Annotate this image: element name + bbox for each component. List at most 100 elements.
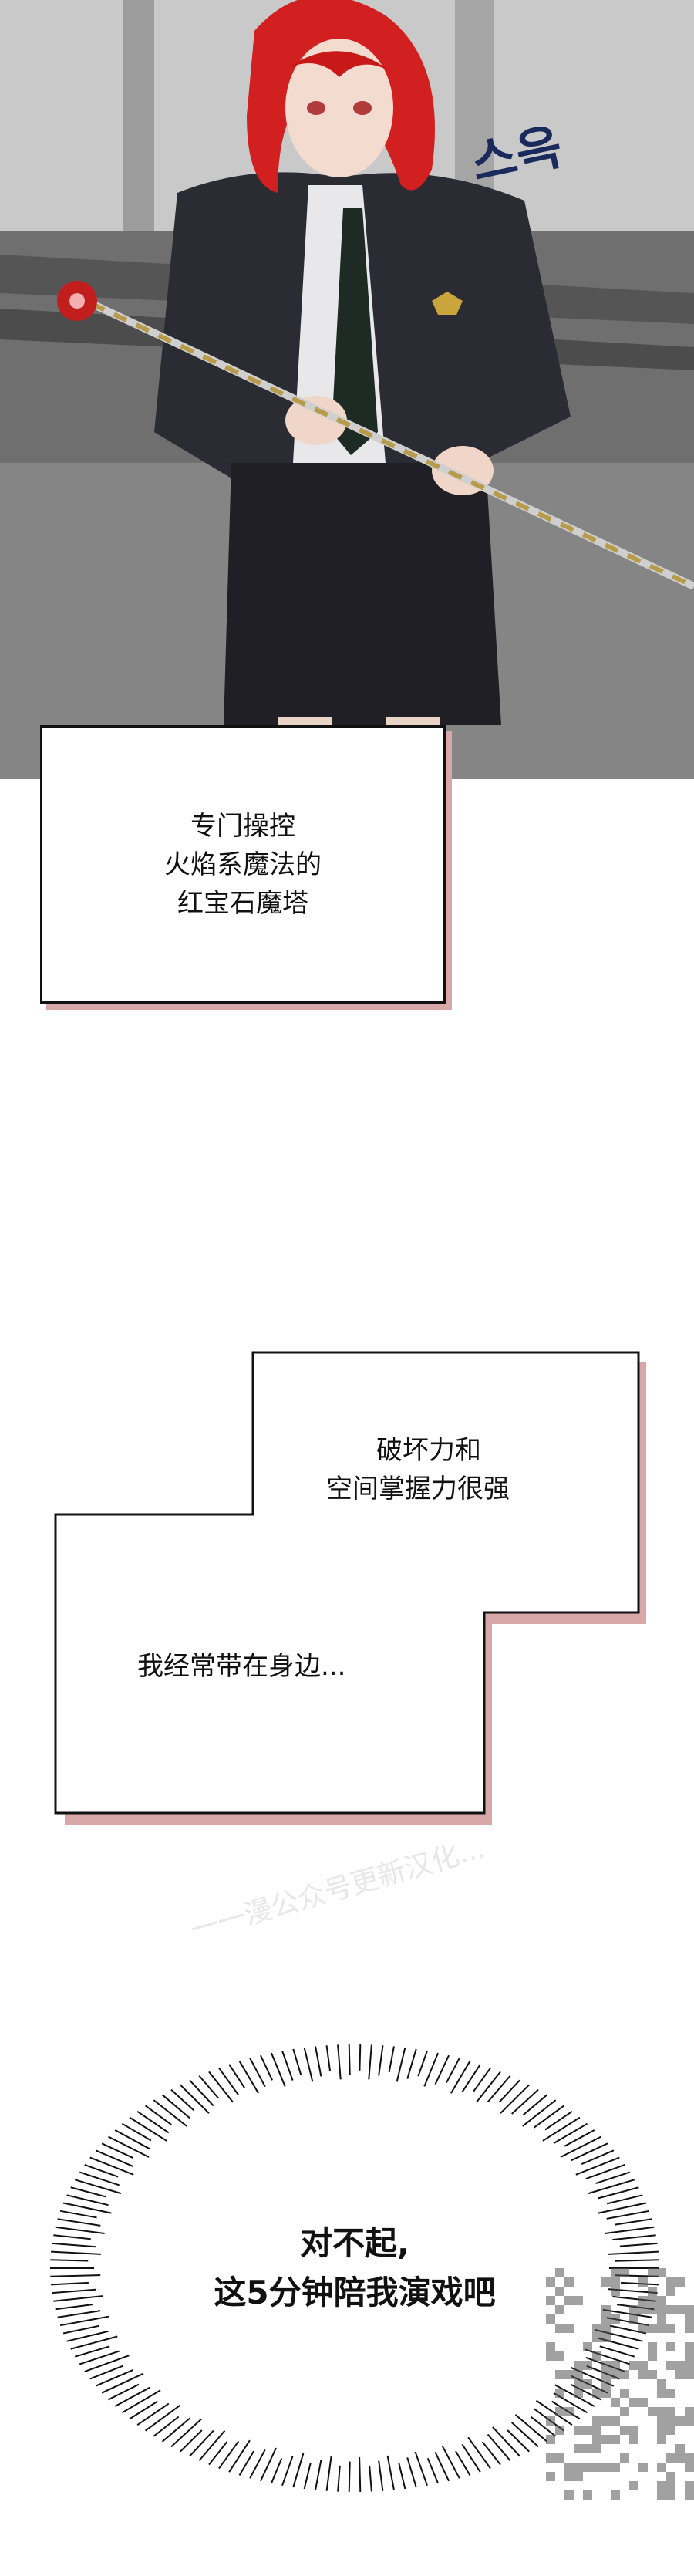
burst-line xyxy=(426,2458,440,2484)
burst-line xyxy=(498,2079,520,2103)
burst-line xyxy=(511,2422,539,2448)
burst-line xyxy=(189,2079,214,2107)
watermark-text: 一一漫公众号更新汉化... xyxy=(187,1832,489,1947)
burst-line xyxy=(249,2058,266,2088)
burst-line xyxy=(542,2116,581,2142)
burst-line xyxy=(467,2436,491,2470)
burst-line xyxy=(337,2465,341,2492)
burst-line xyxy=(455,2450,471,2476)
burst-line xyxy=(581,2149,615,2166)
burst-line xyxy=(114,2129,150,2150)
burst-line xyxy=(228,2439,251,2473)
burst-line xyxy=(144,2405,180,2432)
burst-line xyxy=(153,2099,187,2127)
burst-line xyxy=(315,2046,322,2077)
burst-line xyxy=(612,2234,656,2241)
burst-line xyxy=(74,2179,122,2195)
burst-line xyxy=(66,2194,109,2206)
burst-line xyxy=(238,2450,254,2476)
burst-line xyxy=(95,2149,134,2167)
burst-line xyxy=(423,2052,440,2087)
burst-line xyxy=(66,2330,109,2342)
burst-line xyxy=(62,2202,112,2214)
burst-line xyxy=(161,2417,191,2443)
burst-line xyxy=(74,2345,110,2358)
burst-line xyxy=(208,2071,234,2103)
burst-line xyxy=(238,2061,259,2094)
burst-line xyxy=(450,2061,471,2094)
burst-line xyxy=(606,2210,650,2220)
burst-line xyxy=(595,2171,631,2185)
burst-line xyxy=(602,2308,652,2318)
burst-line xyxy=(84,2355,130,2372)
burst-line xyxy=(144,2105,172,2125)
burst-line xyxy=(544,2111,573,2131)
burst-line xyxy=(249,2449,266,2479)
burst-line xyxy=(378,2045,384,2076)
burst-line xyxy=(170,2088,195,2112)
burst-line xyxy=(348,2044,351,2075)
burst-line xyxy=(441,2445,460,2479)
burst-line xyxy=(434,2451,450,2482)
burst-line xyxy=(161,2094,191,2119)
illustration-panel: 스윽 xyxy=(0,0,694,779)
burst-line xyxy=(359,2456,362,2492)
burst-line xyxy=(208,2441,228,2466)
burst-line xyxy=(51,2250,101,2255)
burst-line xyxy=(52,2242,96,2248)
burst-line xyxy=(553,2122,588,2144)
burst-line xyxy=(101,2142,134,2159)
burst-line xyxy=(95,2369,134,2387)
burst-line xyxy=(315,2460,322,2490)
burst-line xyxy=(564,2129,595,2147)
burst-line xyxy=(153,2416,180,2437)
burst-line xyxy=(198,2429,226,2461)
burst-line xyxy=(368,2044,372,2080)
burst-line xyxy=(281,2456,294,2487)
character-illustration xyxy=(0,0,694,779)
burst-line xyxy=(79,2350,120,2365)
burst-line xyxy=(514,2414,548,2443)
burst-line xyxy=(89,2156,134,2176)
burst-line xyxy=(533,2105,565,2129)
shout-burst: 对不起, 这5分钟陪我演戏吧 xyxy=(31,2037,679,2576)
burst-line xyxy=(89,2365,123,2380)
speech-bubble: 破坏力和 空间掌握力很强 我经常带在身边... xyxy=(52,1339,654,1825)
burst-line xyxy=(50,2274,101,2277)
burst-line xyxy=(605,2226,655,2234)
burst-line xyxy=(114,2386,150,2407)
burst-line xyxy=(281,2050,294,2081)
burst-line xyxy=(59,2210,97,2219)
burst-line xyxy=(597,2186,639,2200)
burst-line xyxy=(303,2463,312,2490)
burst-line xyxy=(270,2052,286,2087)
burst-line xyxy=(585,2164,625,2180)
burst-line xyxy=(522,2099,557,2127)
burst-line xyxy=(522,2094,548,2116)
burst-line xyxy=(414,2451,428,2487)
burst-line xyxy=(473,2067,491,2092)
shout-line-1: 对不起, xyxy=(300,2224,409,2262)
burst-line xyxy=(129,2400,158,2420)
burst-line xyxy=(369,2465,372,2492)
burst-line xyxy=(180,2429,203,2453)
burst-line xyxy=(121,2122,152,2142)
burst-line xyxy=(598,2202,647,2214)
burst-line xyxy=(619,2242,658,2247)
burst-line xyxy=(218,2440,240,2470)
burst-line xyxy=(500,2084,530,2114)
burst-line xyxy=(406,2457,417,2488)
burst-line xyxy=(378,2460,384,2491)
burst-line xyxy=(396,2047,406,2082)
burst-line xyxy=(189,2429,214,2457)
burst-line xyxy=(62,2324,100,2335)
burst-line xyxy=(492,2426,520,2457)
narration-line-3: 红宝石魔塔 xyxy=(177,887,308,919)
burst-line xyxy=(260,2447,277,2482)
burst-line xyxy=(571,2142,608,2162)
burst-line xyxy=(107,2383,140,2401)
burst-line xyxy=(325,2456,332,2491)
burst-line xyxy=(55,2226,105,2234)
burst-line xyxy=(292,2048,302,2075)
burst-line xyxy=(53,2295,103,2302)
